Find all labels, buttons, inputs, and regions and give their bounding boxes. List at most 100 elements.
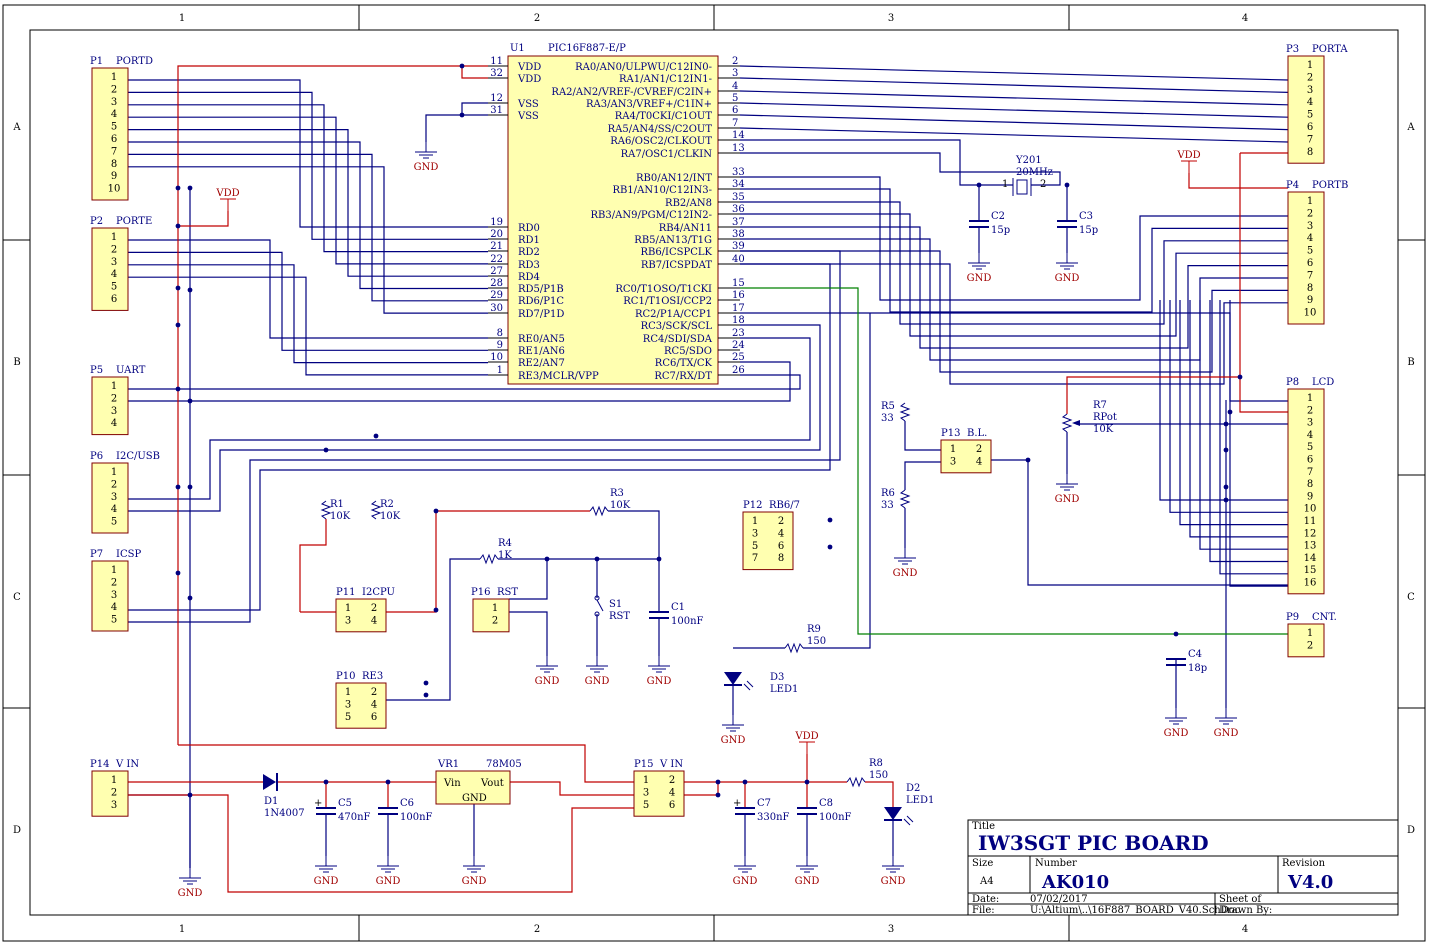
connector-name: PORTA <box>1312 44 1348 55</box>
header-pin: 2 <box>669 775 675 786</box>
gnd-label: GND <box>893 568 918 579</box>
resistor-value: 10K <box>330 511 351 522</box>
wire-portb <box>740 238 1288 361</box>
wire-vss-gnd <box>425 114 462 142</box>
connector-pin: 1 <box>111 565 117 576</box>
mcu-pin-number: 27 <box>490 266 503 277</box>
gnd-symbol: GND <box>647 656 671 687</box>
resistor-zigzag <box>846 776 866 788</box>
vdd-symbol: VDD <box>1176 150 1201 173</box>
mcu-pin-number: 1 <box>497 365 503 376</box>
connector-pin: 4 <box>1307 233 1313 244</box>
header-body <box>742 511 794 571</box>
diode-ref: D1 <box>264 796 278 807</box>
gnd-label: GND <box>462 876 487 887</box>
junction-dot <box>1223 497 1229 503</box>
zone-col-top: 1 <box>179 13 185 24</box>
connector-pin: 3 <box>1307 221 1313 232</box>
connector-body <box>1287 623 1325 658</box>
header-name: RB6/7 <box>769 500 800 511</box>
junction-dot <box>433 607 439 613</box>
mcu-pin-name: RD7/P1D <box>518 309 564 320</box>
mcu-pin-name: RD5/P1B <box>518 284 564 295</box>
led-value: LED1 <box>906 795 934 806</box>
mcu-pin-name: RC7/RX/DT <box>654 371 712 382</box>
header-pin: 2 <box>371 603 377 614</box>
sheet-label: Sheet of <box>1219 894 1262 905</box>
mcu-pin-name: RB1/AN10/C12IN3- <box>613 185 713 196</box>
wire-lcd-data <box>1159 300 1288 501</box>
zone-row-right: D <box>1407 825 1415 836</box>
junctions <box>175 63 1243 798</box>
connector-name: LCD <box>1312 377 1334 388</box>
header-pin: 5 <box>643 800 649 811</box>
junction-dot <box>175 570 181 576</box>
wire-lcd-data <box>1219 300 1288 575</box>
wire-osc2 <box>740 139 1013 186</box>
wire-portb <box>740 176 1288 301</box>
mcu-pin-name: RE2/AN7 <box>518 358 565 369</box>
wire-portd <box>128 153 488 302</box>
connector-pin: 2 <box>111 244 117 255</box>
junction-dot <box>187 287 193 293</box>
connector-pin: 11 <box>1304 516 1317 527</box>
capacitor-value: 470nF <box>338 812 371 823</box>
connector-body <box>1287 55 1325 164</box>
mcu-pin-name: VSS <box>517 111 539 122</box>
gnd-label: GND <box>535 676 560 687</box>
junction-dot <box>323 447 329 453</box>
wire-portb <box>740 263 1288 385</box>
mcu-pin-name: RE1/AN6 <box>518 346 565 357</box>
connector-pin: 1 <box>111 232 117 243</box>
mcu-pin-number: 16 <box>732 290 745 301</box>
wire-portd <box>128 91 488 240</box>
wire-lcd-data <box>1229 300 1288 587</box>
gnd-label: GND <box>414 162 439 173</box>
connector-pin: 3 <box>111 257 117 268</box>
crystal-value: 20MHz <box>1016 167 1053 178</box>
header-pin: 2 <box>371 687 377 698</box>
junction-dot <box>1223 421 1229 427</box>
resistor-value: 10K <box>610 500 631 511</box>
mcu-pin-name: RB5/AN13/T1G <box>634 235 712 246</box>
wire-porte <box>128 276 488 376</box>
connector-pin: 8 <box>1307 479 1313 490</box>
gnd-label: GND <box>1164 728 1189 739</box>
wire-portd <box>128 104 488 253</box>
connector-name: V IN <box>115 759 139 770</box>
wire-portd <box>128 79 488 228</box>
connector-pin: 5 <box>111 615 117 626</box>
resistor-ref: R1 <box>330 499 344 510</box>
junction-dot <box>385 779 391 785</box>
connector-pin: 1 <box>1307 393 1313 404</box>
capacitor-ref: C4 <box>1188 649 1202 660</box>
gnd-symbol: GND <box>881 856 906 887</box>
gnd-label: GND <box>881 876 906 887</box>
revision-label: Revision <box>1282 858 1326 869</box>
switch-lever <box>596 599 604 612</box>
wire-portb <box>740 250 1288 373</box>
capacitor-ref: C5 <box>338 798 352 809</box>
signal-wires <box>128 65 1289 868</box>
wire-icsp-clk <box>128 250 841 623</box>
mcu-pin-number: 2 <box>732 56 738 67</box>
mcu-pin-number: 29 <box>490 290 503 301</box>
header-name: V IN <box>659 759 683 770</box>
connector-pin: 5 <box>111 517 117 528</box>
connector-pin: 6 <box>111 134 117 145</box>
resistor-ref: R6 <box>881 488 895 499</box>
connector-pin: 3 <box>111 492 117 503</box>
switch-value: RST <box>609 611 630 622</box>
connector-pin: 7 <box>1307 134 1313 145</box>
header-pin: 2 <box>778 516 784 527</box>
